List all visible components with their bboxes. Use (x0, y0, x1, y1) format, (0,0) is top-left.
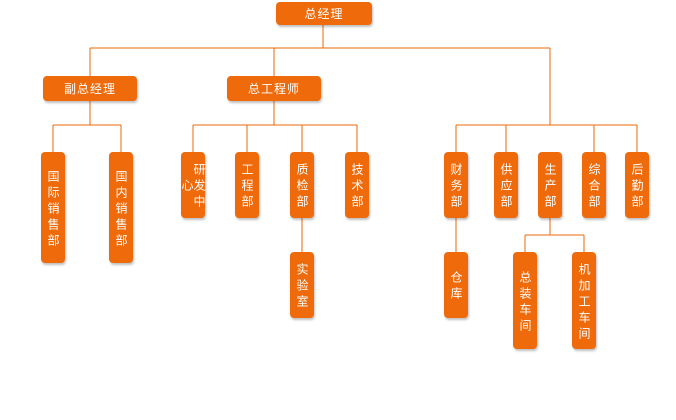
node-qc-dept: 质检部 (290, 152, 314, 218)
node-intl-sales: 国际销售部 (41, 152, 65, 263)
node-tech-dept: 技术部 (345, 152, 369, 218)
node-finance-dept: 财务部 (444, 152, 468, 218)
node-laboratory: 实验室 (290, 252, 314, 318)
node-assembly-workshop: 总装车间 (513, 252, 537, 349)
node-engineering-dept: 工程部 (235, 152, 259, 218)
node-deputy-gm: 副总经理 (43, 76, 137, 101)
node-general-dept: 综合部 (582, 152, 606, 218)
node-logistics-dept: 后勤部 (625, 152, 649, 218)
node-rd-center: 研发中心 (180, 152, 206, 218)
node-chief-engineer: 总工程师 (227, 76, 321, 101)
node-warehouse: 仓库 (444, 252, 468, 318)
node-general-manager: 总经理 (276, 2, 372, 25)
node-production-dept: 生产部 (538, 152, 562, 218)
node-domestic-sales: 国内销售部 (109, 152, 133, 263)
node-supply-dept: 供应部 (494, 152, 518, 218)
node-machining-workshop: 机加工车间 (572, 252, 596, 349)
